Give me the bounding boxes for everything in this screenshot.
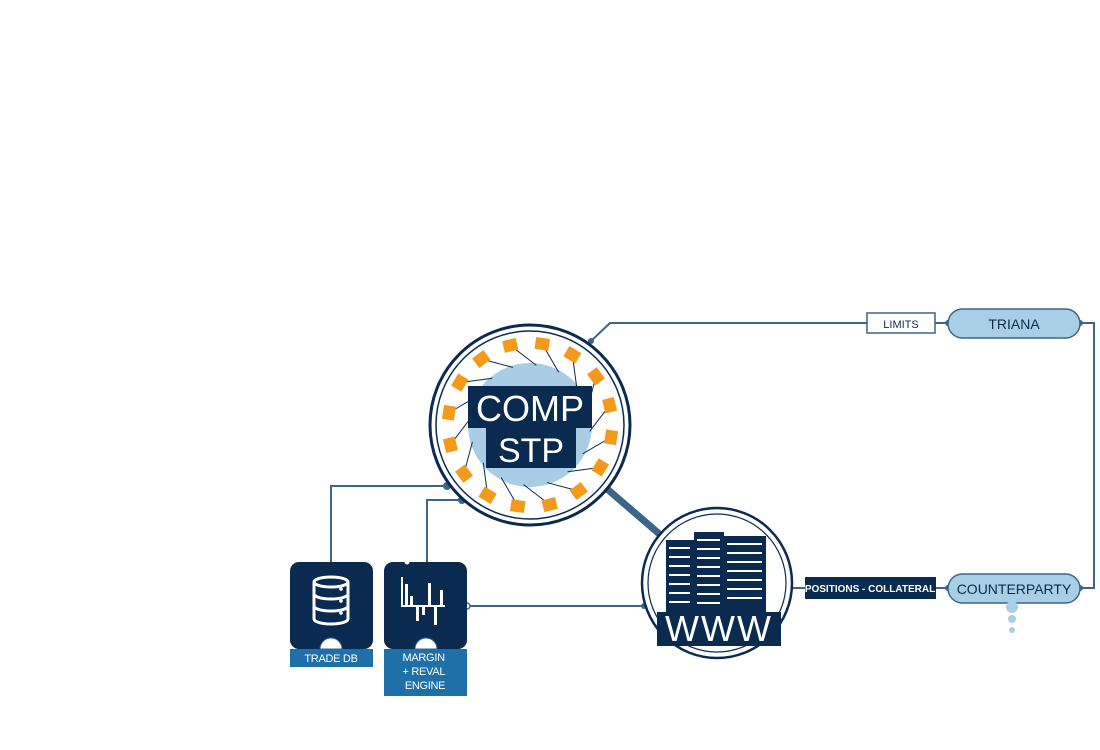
comp-stp-hub[interactable]: COMP STP [428, 323, 632, 527]
hub-node [591, 458, 609, 477]
margin-caption: MARGIN + REVAL ENGINE [403, 652, 448, 692]
hub-label-stp: STP [498, 432, 564, 470]
hub-node [534, 336, 551, 351]
trade-db-notch [319, 637, 343, 650]
hub-label-comp: COMP [476, 388, 584, 429]
www-caption: WWW [665, 608, 773, 649]
hub-inner-ring [435, 330, 625, 520]
positions-collateral-text: POSITIONS - COLLATERAL [805, 584, 935, 595]
hub-node [569, 482, 588, 500]
hub-spokes [441, 336, 619, 514]
margin-engine-tile[interactable]: MARGIN + REVAL ENGINE [384, 559, 467, 697]
hub-node [541, 497, 558, 513]
trade-db-card [290, 562, 373, 649]
trade-db-caption-bar [290, 649, 373, 667]
www-inner-ring [647, 513, 787, 653]
hub-node [451, 373, 469, 392]
hub-node [472, 350, 491, 368]
margin-caption-line-3: ENGINE [405, 680, 445, 692]
hub-node [502, 337, 519, 353]
www-node[interactable]: WWW [640, 506, 794, 660]
trade-db-caption: TRADE DB [304, 653, 357, 665]
triana-label: TRIANA [988, 316, 1040, 332]
chart-bars-icon [401, 559, 445, 625]
server-rack-icon [666, 532, 766, 614]
hub-node [602, 397, 618, 414]
connector-hub-margin [426, 499, 462, 562]
hub-label-box-top [468, 386, 592, 428]
hub-node [441, 404, 456, 421]
hub-node [478, 486, 497, 504]
hub-node [604, 429, 619, 446]
www-caption-bar [657, 612, 781, 646]
trade-db-tile[interactable]: TRADE DB [290, 562, 373, 667]
hub-label-box-bottom [486, 428, 576, 468]
connector-hub-tradedb [330, 485, 447, 562]
margin-caption-line-1: MARGIN [403, 652, 446, 664]
margin-caption-line-2: + REVAL [403, 666, 446, 678]
hub-node [455, 464, 473, 483]
counterparty-stack-dots [1006, 601, 1018, 633]
hub-node [509, 499, 526, 514]
hub-node [587, 367, 605, 386]
hub-node [563, 346, 582, 364]
hub-node [442, 436, 458, 453]
margin-notch [414, 637, 438, 650]
positions-collateral-label[interactable]: POSITIONS - COLLATERAL [805, 577, 936, 599]
database-icon [312, 575, 350, 626]
counterparty-pill[interactable]: COUNTERPARTY [947, 573, 1081, 604]
limits-label[interactable]: LIMITS [866, 312, 936, 334]
counterparty-label: COUNTERPARTY [957, 581, 1072, 597]
connector-triana-counterparty [1080, 322, 1095, 589]
connector-hub-limits [590, 322, 867, 342]
limits-label-text: LIMITS [883, 319, 918, 331]
connectors [330, 322, 1095, 607]
triana-pill[interactable]: TRIANA [947, 308, 1081, 339]
margin-caption-bar [384, 649, 467, 696]
